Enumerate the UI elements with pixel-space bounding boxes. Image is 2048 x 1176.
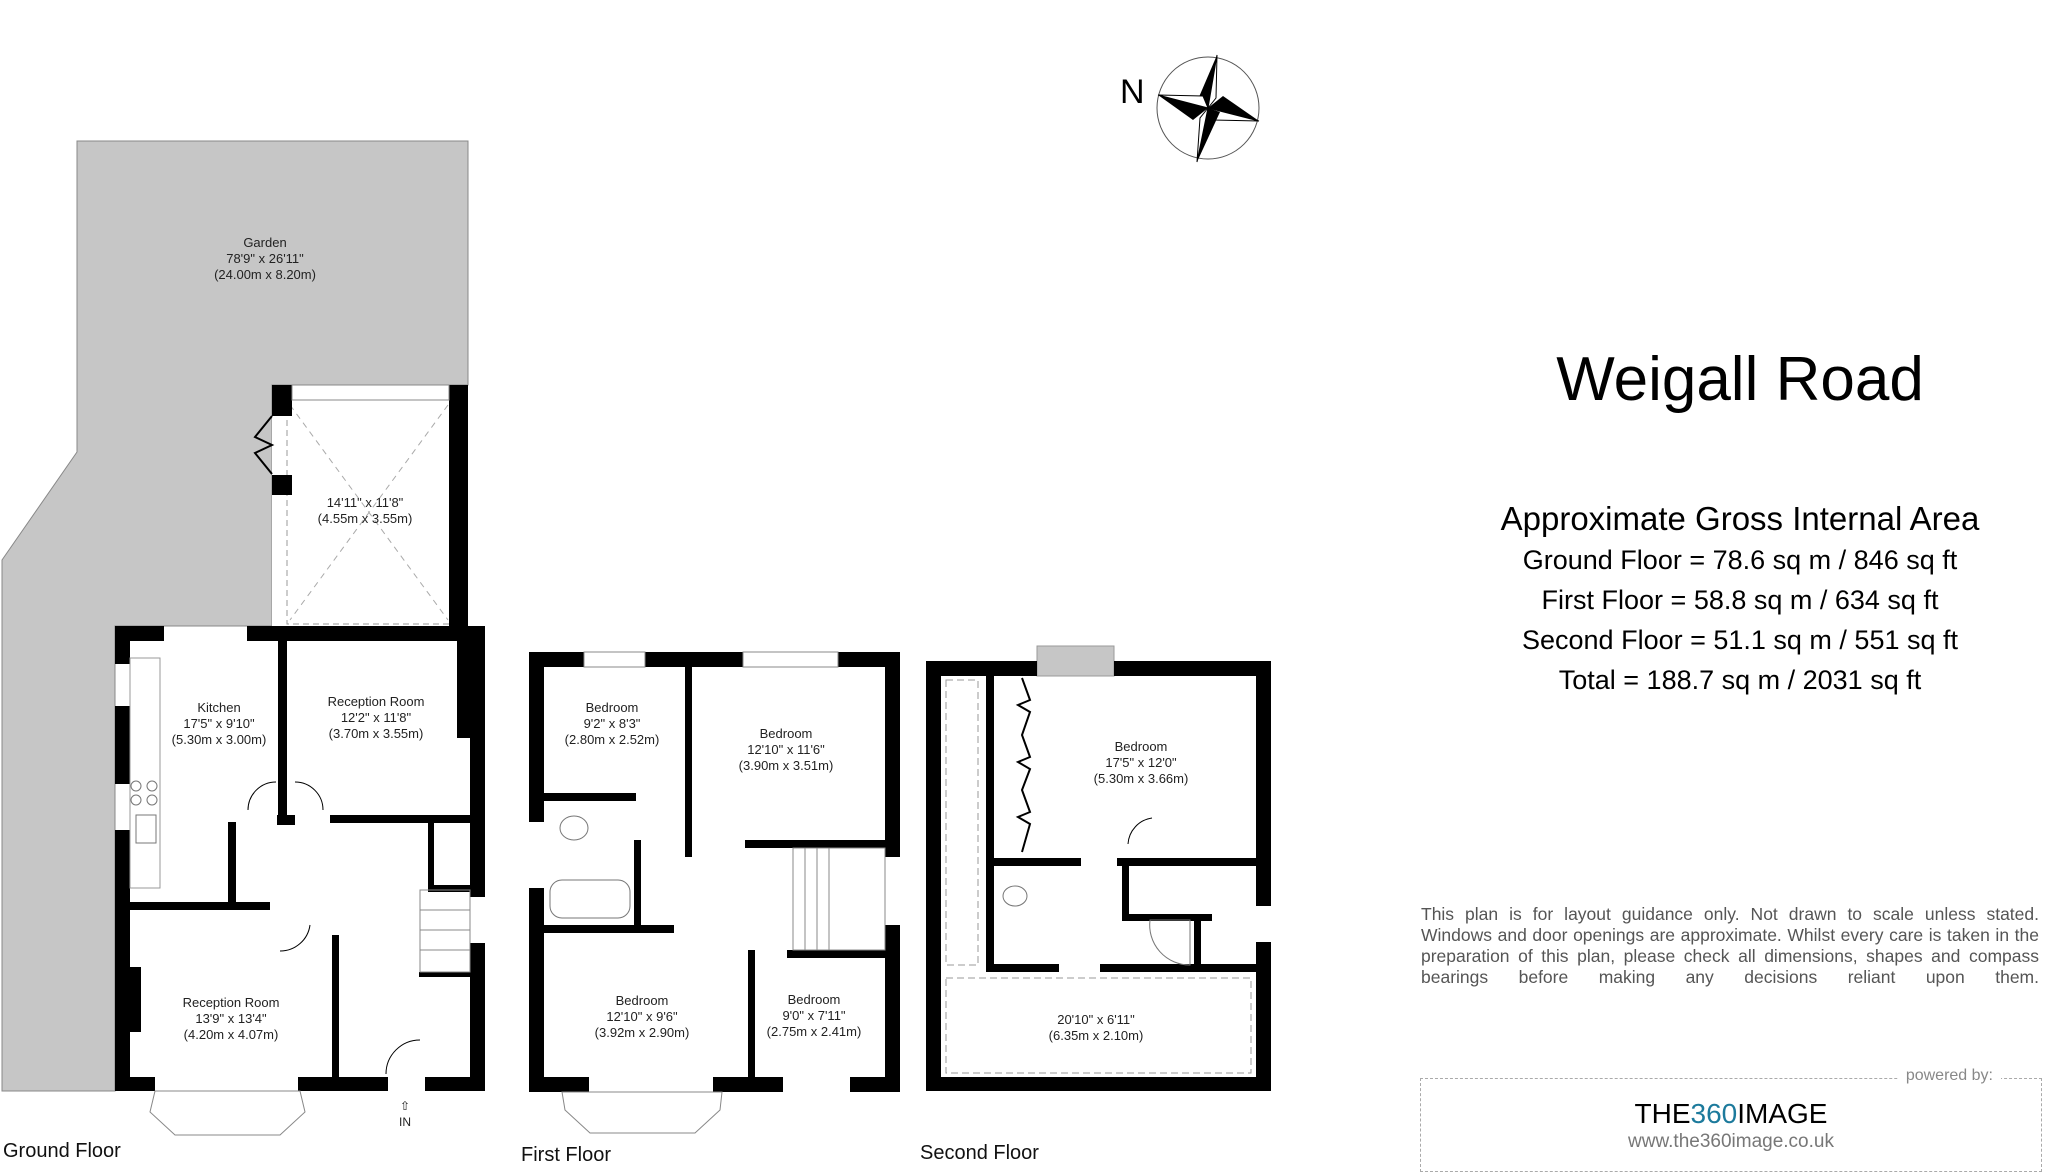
entrance-label: ⇧ IN	[399, 1098, 411, 1130]
area-total: Total = 188.7 sq m / 2031 sq ft	[1558, 665, 1922, 695]
room-label-kitchen: Kitchen 17'5" x 9'10" (5.30m x 3.00m)	[172, 700, 267, 748]
branding-box: powered by: THE360IMAGE www.the360image.…	[1420, 1067, 2042, 1172]
room-label-reception-room-rear: Reception Room 12'2" x 11'8" (3.70m x 3.…	[328, 694, 425, 742]
first-floor-walls	[529, 652, 900, 1092]
room-label-bedroom-loft: Bedroom 17'5" x 12'0" (5.30m x 3.66m)	[1094, 739, 1189, 787]
floor-label-first: First Floor	[521, 1144, 611, 1166]
shower-icon	[1149, 919, 1191, 966]
room-dims-metric: (24.00m x 8.20m)	[214, 267, 316, 282]
entrance-arrow-icon: ⇧	[399, 1099, 411, 1113]
room-dims-metric: (2.75m x 2.41m)	[766, 1024, 862, 1039]
room-dims-imperial: 9'2" x 8'3"	[583, 716, 641, 731]
room-dims-metric: (5.30m x 3.00m)	[171, 732, 267, 747]
room-name: Bedroom	[585, 700, 639, 715]
room-label-bedroom-1: Bedroom 9'2" x 8'3" (2.80m x 2.52m)	[565, 700, 660, 748]
room-name: Bedroom	[759, 726, 813, 741]
room-dims-metric: (6.35m x 2.10m)	[1048, 1028, 1144, 1043]
room-name: Bedroom	[615, 993, 669, 1008]
brand-prefix: THE	[1634, 1098, 1691, 1129]
bay-window	[561, 1091, 723, 1134]
area-second-floor: Second Floor = 51.1 sq m / 551 sq ft	[1522, 625, 1958, 655]
bay-window	[149, 1090, 306, 1136]
bath-icon	[549, 879, 631, 919]
conservatory	[253, 384, 468, 626]
room-dims-metric: (4.20m x 4.07m)	[183, 1027, 279, 1042]
room-name: Reception Room	[327, 694, 425, 709]
room-dims-metric: (3.92m x 2.90m)	[594, 1025, 690, 1040]
toilet-icon	[1002, 885, 1028, 907]
area-summary: Approximate Gross Internal Area Ground F…	[1440, 498, 2040, 700]
brand-url[interactable]: www.the360image.co.uk	[1628, 1131, 1834, 1152]
room-dims-imperial: 13'9" x 13'4"	[195, 1011, 267, 1026]
room-name: Bedroom	[787, 992, 841, 1007]
second-floor-plan	[926, 645, 1271, 1091]
room-dims-imperial: 12'10" x 9'6"	[606, 1009, 678, 1024]
room-label-conservatory: 14'11" x 11'8" (4.55m x 3.55m)	[318, 495, 413, 527]
room-dims-imperial: 17'5" x 12'0"	[1105, 755, 1177, 770]
second-floor-walls	[926, 661, 1271, 1091]
room-dims-imperial: 14'11" x 11'8"	[326, 495, 404, 510]
kitchen-counter	[129, 657, 161, 889]
room-name: Bedroom	[1114, 739, 1168, 754]
room-dims-imperial: 17'5" x 9'10"	[183, 716, 255, 731]
room-dims-metric: (3.70m x 3.55m)	[328, 726, 424, 741]
first-stairs	[792, 847, 886, 951]
area-first-floor: First Floor = 58.8 sq m / 634 sq ft	[1541, 585, 1939, 615]
room-label-eaves: 20'10" x 6'11" (6.35m x 2.10m)	[1049, 1012, 1144, 1044]
compass-rose-icon	[1156, 54, 1260, 163]
floor-label-second: Second Floor	[920, 1142, 1039, 1164]
area-heading: Approximate Gross Internal Area	[1500, 500, 1980, 537]
room-dims-imperial: 20'10" x 6'11"	[1057, 1012, 1135, 1027]
disclaimer-text: This plan is for layout guidance only. N…	[1421, 904, 2039, 987]
first-floor-plan	[529, 651, 900, 1134]
room-name: Kitchen	[197, 700, 241, 715]
entrance-text: IN	[399, 1115, 411, 1129]
room-label-garden: Garden 78'9" x 26'11" (24.00m x 8.20m)	[214, 235, 316, 283]
powered-by-label: powered by:	[1897, 1067, 2001, 1085]
brand-suffix: IMAGE	[1737, 1098, 1828, 1129]
ground-stairs	[419, 889, 471, 973]
floor-label-ground: Ground Floor	[3, 1140, 121, 1162]
room-dims-imperial: 12'10" x 11'6"	[747, 742, 825, 757]
brand-logo: THE360IMAGE	[1421, 1099, 2041, 1129]
room-dims-imperial: 12'2" x 11'8"	[340, 710, 412, 725]
room-dims-imperial: 78'9" x 26'11"	[226, 251, 304, 266]
room-label-reception-room-front: Reception Room 13'9" x 13'4" (4.20m x 4.…	[183, 995, 280, 1043]
toilet-icon	[559, 815, 589, 841]
room-label-bedroom-4: Bedroom 9'0" x 7'11" (2.75m x 2.41m)	[767, 992, 862, 1040]
brand-accent: 360	[1690, 1098, 1738, 1129]
room-dims-metric: (2.80m x 2.52m)	[564, 732, 660, 747]
room-dims-imperial: 9'0" x 7'11"	[782, 1008, 846, 1023]
wardrobe	[1015, 677, 1032, 853]
ground-floor-walls	[115, 626, 485, 1091]
room-label-bedroom-3: Bedroom 12'10" x 9'6" (3.92m x 2.90m)	[595, 993, 690, 1041]
room-name: Reception Room	[182, 995, 280, 1010]
room-dims-metric: (4.55m x 3.55m)	[317, 511, 413, 526]
room-dims-metric: (3.90m x 3.51m)	[738, 758, 834, 773]
property-title: Weigall Road	[1556, 345, 1924, 414]
ground-floor-plan	[1, 140, 485, 1136]
room-label-bedroom-2: Bedroom 12'10" x 11'6" (3.90m x 3.51m)	[739, 726, 834, 774]
area-ground-floor: Ground Floor = 78.6 sq m / 846 sq ft	[1522, 545, 1958, 575]
room-name: Garden	[243, 235, 287, 250]
room-dims-metric: (5.30m x 3.66m)	[1093, 771, 1189, 786]
compass-north-label: N	[1120, 73, 1145, 111]
